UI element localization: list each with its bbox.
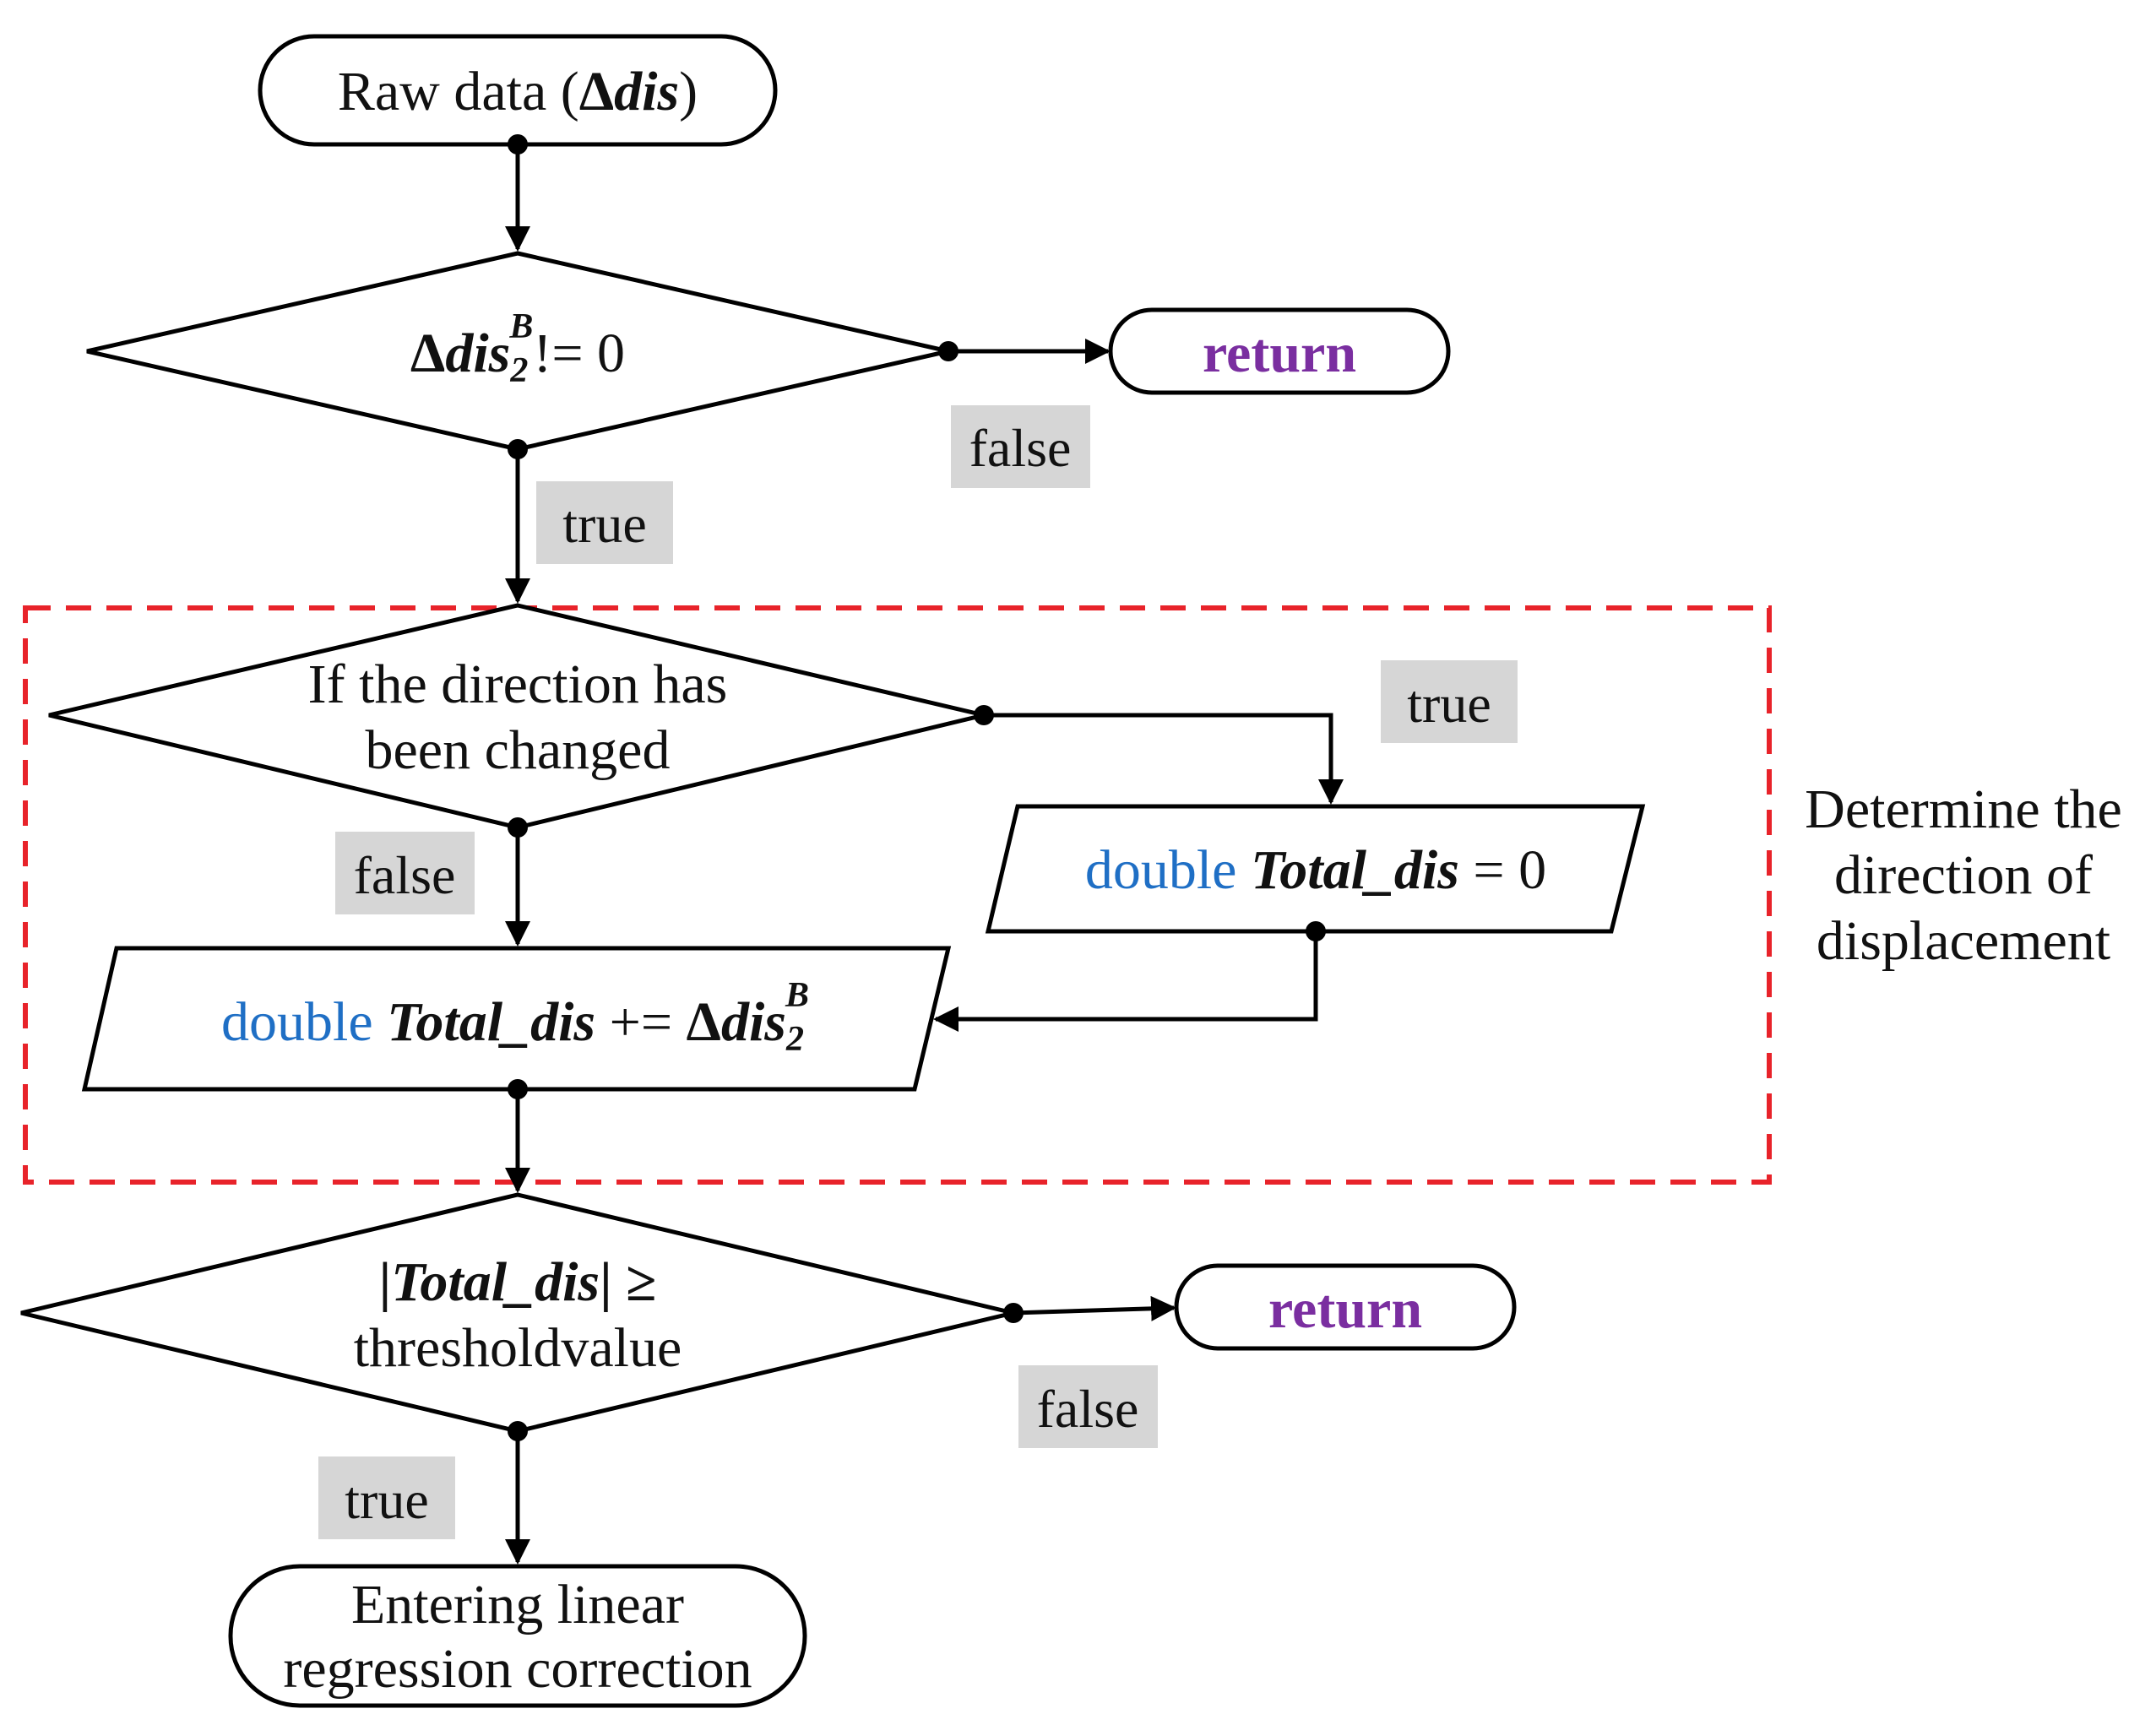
end-node: Entering linear regression correction bbox=[228, 1564, 807, 1708]
label-false-1: false bbox=[951, 405, 1090, 488]
cond3-bar-right: | ≥ bbox=[600, 1251, 656, 1313]
direction-group-box bbox=[23, 605, 1772, 1185]
label-true-2: true bbox=[1381, 660, 1518, 743]
reset-keyword: double bbox=[1085, 839, 1237, 901]
cond2-line1: If the direction has bbox=[308, 654, 728, 715]
svg-text:true: true bbox=[1407, 674, 1491, 734]
start-text: Raw data ( bbox=[338, 61, 579, 122]
svg-text:Raw data (Δdis): Raw data (Δdis) bbox=[338, 61, 698, 122]
cond1-sub: 2 bbox=[509, 351, 528, 390]
return2-label: return bbox=[1268, 1278, 1422, 1340]
svg-text:true: true bbox=[345, 1470, 429, 1530]
direction-group-label: Determine the direction of displacement bbox=[1805, 778, 2122, 972]
cond1-delta: Δ bbox=[410, 323, 445, 384]
connector-dot bbox=[508, 817, 528, 838]
start-delta: Δ bbox=[579, 61, 614, 122]
label-false-3: false bbox=[1018, 1365, 1158, 1448]
svg-text:false: false bbox=[969, 418, 1072, 478]
svg-text:true: true bbox=[562, 494, 647, 554]
start-node: Raw data (Δdis) bbox=[258, 34, 778, 147]
accum-var2: dis bbox=[721, 991, 786, 1053]
svg-text:|Total_dis| ≥: |Total_dis| ≥ bbox=[379, 1251, 657, 1313]
accum-sub: 2 bbox=[785, 1020, 804, 1059]
reset-total-dis: double Total_dis = 0 bbox=[985, 804, 1646, 934]
cond3-bar-left: | bbox=[379, 1251, 392, 1313]
end-line1: Entering linear bbox=[351, 1574, 684, 1635]
cond1-sup: B bbox=[508, 307, 533, 346]
group-label-line3: displacement bbox=[1817, 910, 2110, 972]
cond3-line2: thresholdvalue bbox=[354, 1317, 682, 1379]
label-true-1: true bbox=[536, 481, 673, 564]
reset-op: = 0 bbox=[1459, 839, 1546, 901]
svg-text:Δdis2B!= 0: Δdis2 B!= 0 bbox=[410, 307, 625, 390]
arrow-cond3-return2 bbox=[1013, 1295, 1176, 1321]
end-line2: regression correction bbox=[283, 1638, 752, 1700]
connector-dot bbox=[1306, 921, 1326, 941]
condition-threshold: |Total_dis| ≥ thresholdvalue bbox=[20, 1192, 1014, 1434]
connector-dot bbox=[1003, 1303, 1024, 1323]
connector-dot bbox=[508, 134, 528, 155]
cond3-var: Total_dis bbox=[391, 1251, 600, 1313]
return-node-2: return bbox=[1174, 1263, 1517, 1351]
group-label-line1: Determine the bbox=[1805, 778, 2122, 840]
group-label-line2: direction of bbox=[1834, 844, 2093, 906]
connector-dot bbox=[508, 439, 528, 459]
connector-dot bbox=[938, 341, 959, 361]
connector-dot bbox=[508, 1421, 528, 1441]
return-node-1: return bbox=[1108, 307, 1451, 395]
arrow-reset-accum bbox=[933, 931, 1318, 1032]
svg-text:false: false bbox=[354, 845, 456, 905]
accum-op: += bbox=[595, 991, 686, 1053]
accum-sup: B bbox=[785, 976, 809, 1015]
svg-text:double Total_dis = 0: double Total_dis = 0 bbox=[1085, 839, 1546, 901]
connector-dot bbox=[508, 1079, 528, 1099]
label-true-3: true bbox=[318, 1456, 455, 1539]
start-text-post: ) bbox=[679, 61, 698, 122]
accum-var: Total_dis bbox=[387, 991, 595, 1053]
cond1-op: != 0 bbox=[533, 323, 625, 384]
svg-text:double Total_dis += Δdis2B: double Total_dis += Δdis2 B bbox=[221, 976, 809, 1059]
label-false-2: false bbox=[335, 832, 475, 914]
connector-dot bbox=[974, 705, 994, 725]
condition-direction-changed: If the direction has been changed bbox=[48, 603, 985, 830]
condition-delta-nonzero: Δdis2 B!= 0 bbox=[86, 251, 949, 452]
reset-var: Total_dis bbox=[1251, 839, 1459, 901]
return1-label: return bbox=[1203, 323, 1356, 384]
cond1-var: dis bbox=[445, 323, 510, 384]
start-var: dis bbox=[614, 61, 679, 122]
accum-delta: Δ bbox=[687, 991, 721, 1053]
arrow-cond2-reset bbox=[984, 713, 1344, 805]
accumulate-total-dis: double Total_dis += Δdis2 B bbox=[81, 946, 952, 1092]
accum-keyword: double bbox=[221, 991, 373, 1053]
svg-text:false: false bbox=[1037, 1379, 1139, 1439]
cond2-line2: been changed bbox=[366, 719, 671, 781]
